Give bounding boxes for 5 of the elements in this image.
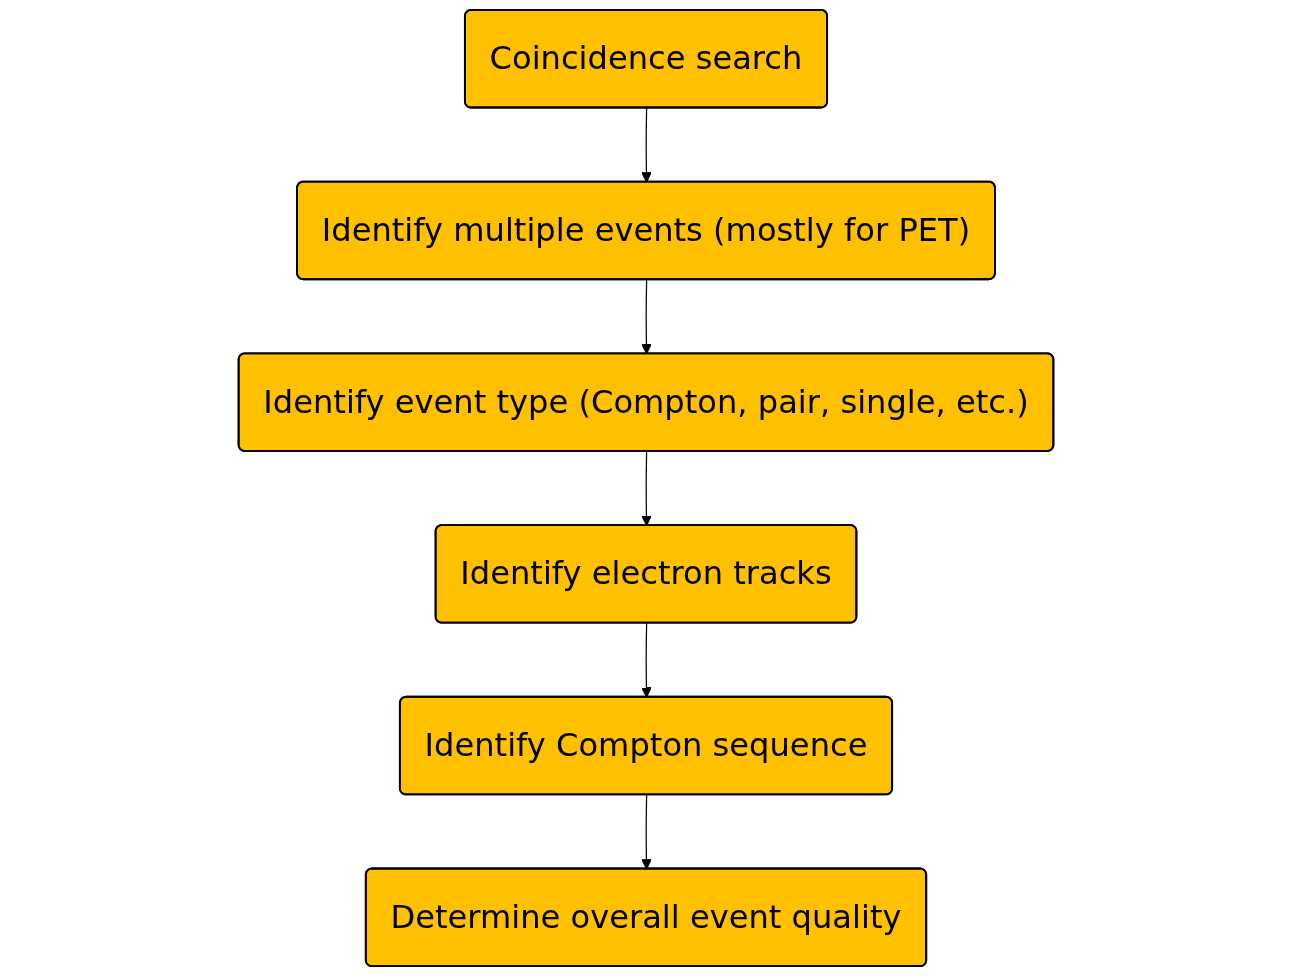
arrow <box>641 622 652 698</box>
arrow <box>641 107 652 183</box>
arrow <box>641 279 652 355</box>
arrow <box>641 450 652 527</box>
arrow <box>641 794 652 870</box>
